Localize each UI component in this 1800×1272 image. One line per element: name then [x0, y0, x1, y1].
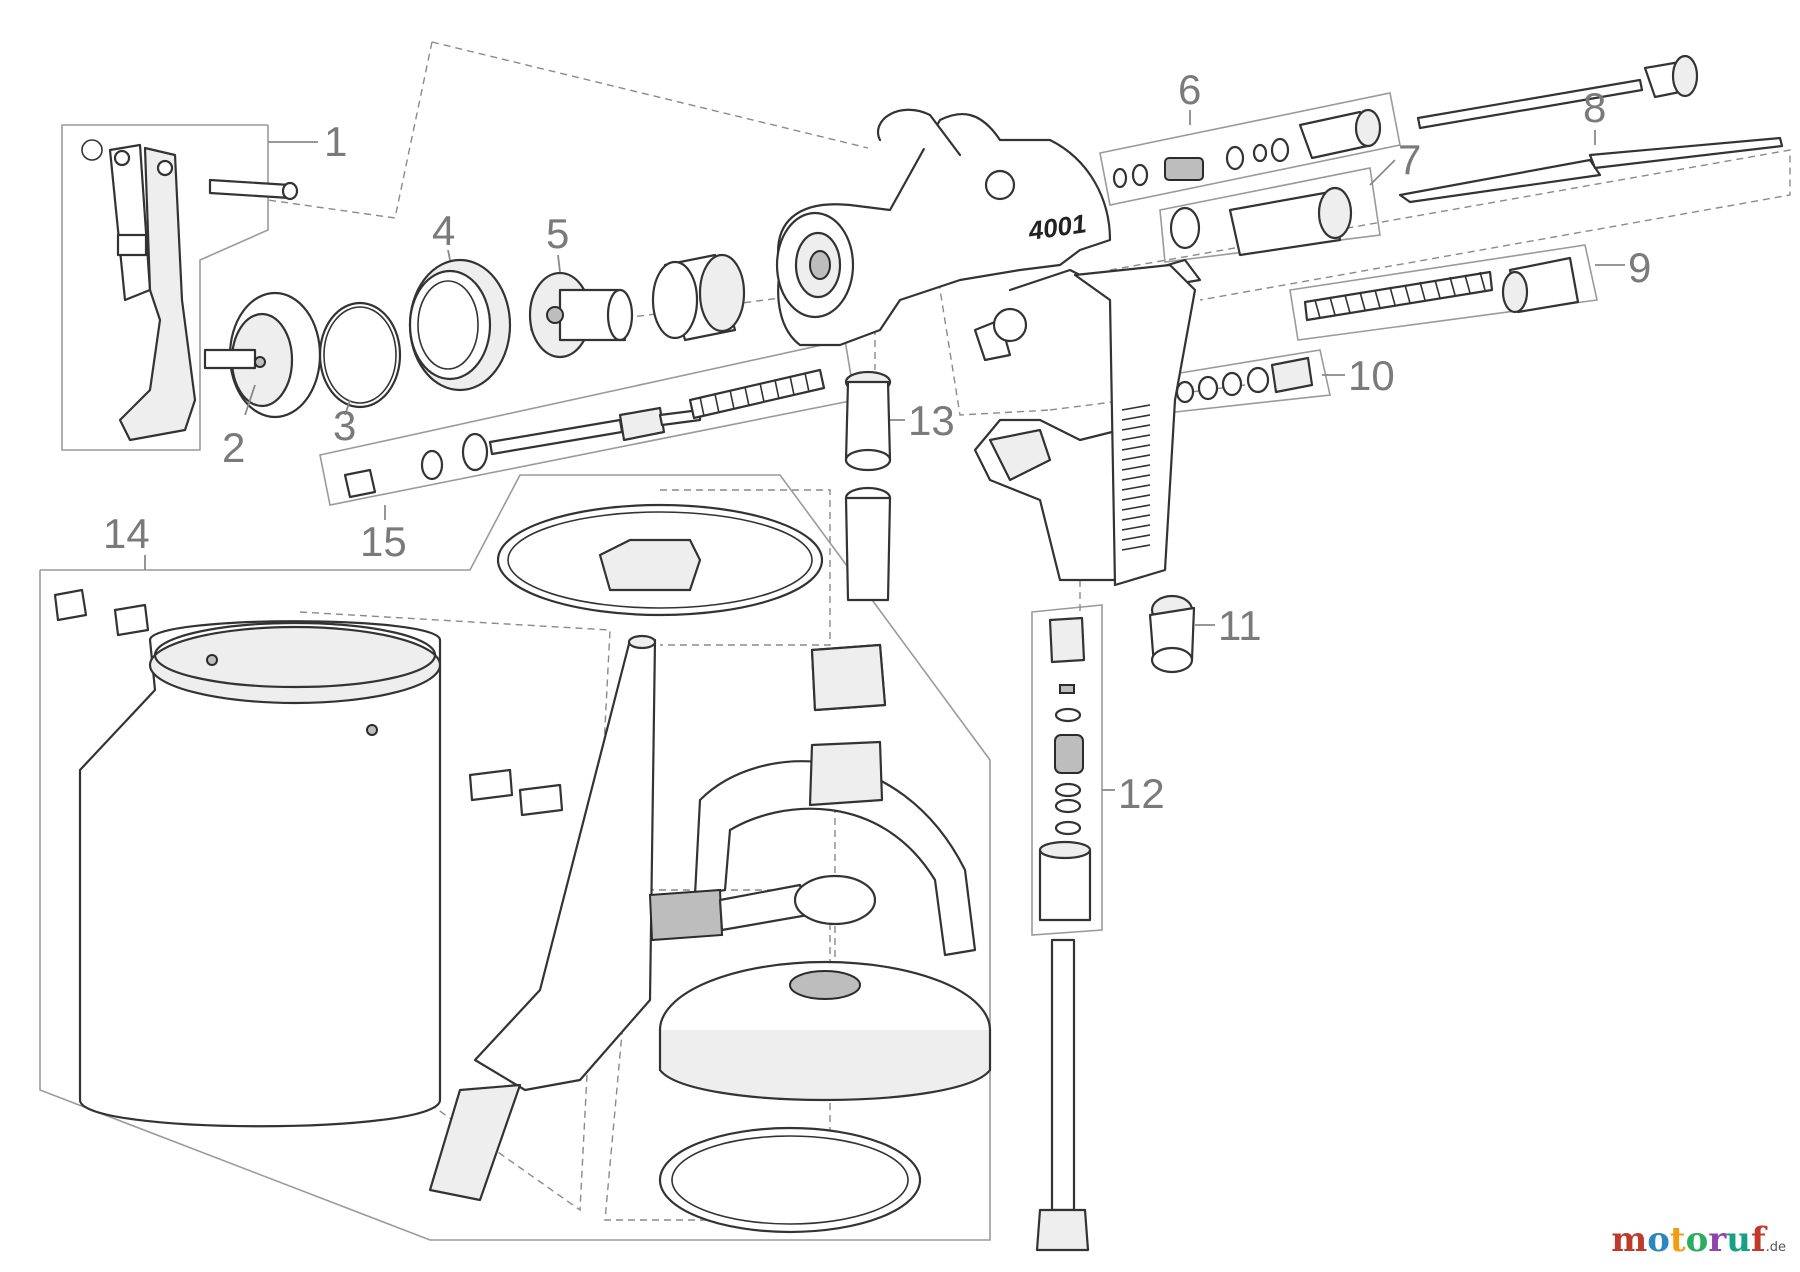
callout-11: 11	[1218, 602, 1262, 649]
o-ring-part	[318, 301, 402, 409]
valve-assembly-12	[1035, 616, 1092, 1252]
callout-8: 8	[1583, 84, 1606, 131]
packing-set-6	[1112, 108, 1382, 189]
watermark-letter: m	[1611, 1220, 1648, 1260]
callout-9: 9	[1628, 244, 1651, 291]
watermark-letter: o	[1685, 1220, 1709, 1260]
watermark-letter: f	[1750, 1220, 1766, 1260]
air-cap-part	[203, 291, 322, 419]
spacer-ring-part	[651, 253, 746, 342]
watermark-letter: t	[1669, 1220, 1686, 1260]
watermark-text: motoruf	[1611, 1220, 1765, 1260]
watermark-logo: motoruf.de	[1611, 1220, 1786, 1260]
spray-gun-body: 4001	[775, 108, 1202, 587]
retaining-ring-part	[408, 258, 512, 392]
callout-7: 7	[1398, 136, 1421, 183]
paint-cup-14	[53, 503, 992, 1234]
callout-12: 12	[1118, 770, 1165, 817]
callout-5: 5	[546, 210, 569, 257]
watermark-letter: o	[1647, 1220, 1670, 1260]
watermark-tld: .de	[1765, 1240, 1786, 1255]
callout-2: 2	[222, 424, 245, 471]
watermark-letter: r	[1708, 1220, 1727, 1260]
callout-15: 15	[360, 518, 407, 565]
callout-10: 10	[1348, 352, 1395, 399]
watermark-letter: u	[1726, 1220, 1751, 1260]
nozzle-part	[528, 271, 634, 359]
needle-packing-7	[1169, 186, 1353, 257]
callout-3: 3	[333, 402, 356, 449]
callout-6: 6	[1178, 66, 1201, 113]
trigger-part	[81, 139, 299, 442]
callout-4: 4	[432, 207, 455, 254]
air-inlet-11	[1148, 594, 1196, 674]
callout-1: 1	[324, 118, 347, 165]
spring-knob-9	[1303, 256, 1580, 322]
callout-14: 14	[103, 510, 150, 557]
callout-13: 13	[908, 397, 955, 444]
leader-lines	[144, 110, 1625, 791]
washer-set-10	[1175, 356, 1314, 404]
needle-assembly-15	[343, 368, 826, 499]
callout-numbers: 1 2 3 4 5 6 7 8 9 10 11 12 13 14 15	[103, 66, 1651, 817]
needle-part-8	[1398, 54, 1784, 204]
